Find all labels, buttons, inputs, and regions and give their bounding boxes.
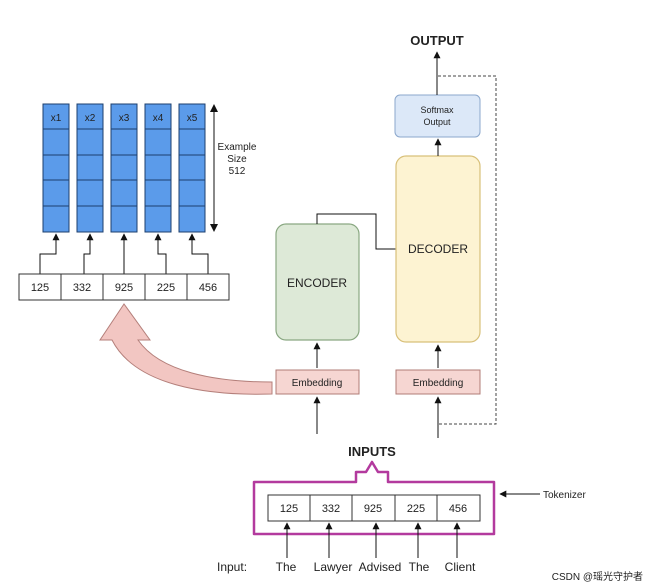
- softmax-output-block: Softmax Output: [394, 94, 481, 138]
- input-word-1: The: [276, 560, 297, 574]
- decoder-embedding: Embedding: [395, 369, 481, 395]
- inputs-title: INPUTS: [348, 444, 396, 459]
- input-sentence: Input: The Lawyer Advised The Client: [217, 560, 476, 574]
- decoder-label: DECODER: [408, 242, 468, 256]
- size-note-line2: Size: [227, 154, 247, 165]
- input-word-4: The: [409, 560, 430, 574]
- embed-token-id-3: 925: [115, 282, 133, 294]
- encoder-label: ENCODER: [287, 276, 347, 290]
- word-to-id-arrows: [283, 522, 461, 558]
- vector-column-4: [144, 103, 172, 233]
- feedback-dashed-loop: [438, 75, 497, 425]
- softmax-line1: Softmax: [420, 105, 454, 115]
- vector-label-x3: x3: [119, 113, 130, 124]
- input-prefix: Input:: [217, 560, 247, 574]
- decoder-embedding-label: Embedding: [413, 378, 464, 389]
- input-word-5: Client: [445, 560, 476, 574]
- tokenizer-id-1: 125: [280, 503, 298, 515]
- input-word-3: Advised: [359, 560, 402, 574]
- watermark: CSDN @瑶光守护者: [552, 570, 643, 583]
- embed-token-id-2: 332: [73, 282, 91, 294]
- encoder-block: ENCODER: [275, 223, 360, 341]
- vector-label-x1: x1: [51, 113, 62, 124]
- tokenizer-id-4: 225: [407, 503, 425, 515]
- embed-token-id-row: 125 332 925 225 456: [18, 273, 230, 301]
- embedding-vectors: x1 x2 x3 x4 x5: [42, 103, 206, 233]
- input-word-2: Lawyer: [314, 560, 353, 574]
- size-note-line1: Example: [218, 142, 257, 153]
- embed-token-id-4: 225: [157, 282, 175, 294]
- vector-column-3: [110, 103, 138, 233]
- encoder-embedding-label: Embedding: [292, 378, 343, 389]
- tokenizer-id-5: 456: [449, 503, 467, 515]
- vector-label-x4: x4: [153, 113, 164, 124]
- tokenizer-id-3: 925: [364, 503, 382, 515]
- softmax-line2: Output: [423, 117, 451, 127]
- embed-token-id-5: 456: [199, 282, 217, 294]
- vector-label-x2: x2: [85, 113, 96, 124]
- token-to-vector-arrows: [39, 233, 209, 274]
- size-indicator: Example Size 512: [210, 104, 257, 232]
- curved-arrow: [99, 303, 273, 395]
- vector-column-2: [76, 103, 104, 233]
- embed-token-id-1: 125: [31, 282, 49, 294]
- vector-column-1: [42, 103, 70, 233]
- encoder-decoder-connector: [316, 213, 398, 250]
- tokenizer-frame: [252, 460, 496, 536]
- decoder-block: DECODER: [395, 155, 481, 343]
- output-title: OUTPUT: [410, 33, 464, 48]
- tokenizer-id-2: 332: [322, 503, 340, 515]
- tokenizer-id-row: 125 332 925 225 456: [267, 494, 481, 522]
- size-note-line3: 512: [229, 166, 246, 177]
- vector-column-5: [178, 103, 206, 233]
- vector-label-x5: x5: [187, 113, 198, 124]
- encoder-embedding: Embedding: [275, 369, 360, 395]
- tokenizer-label: Tokenizer: [543, 490, 586, 501]
